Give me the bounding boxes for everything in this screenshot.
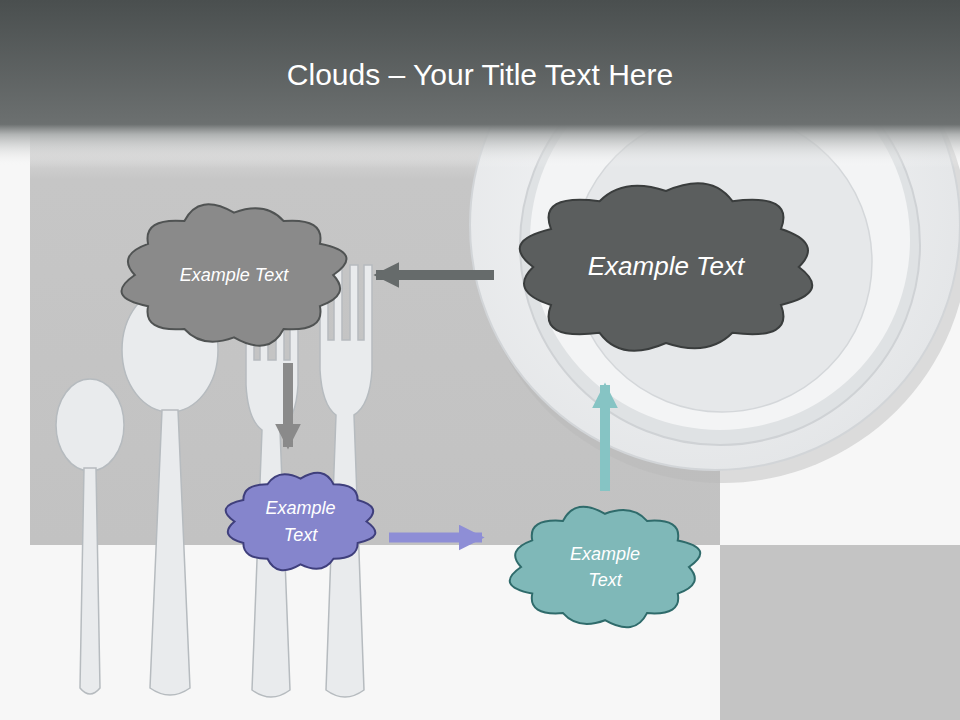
cloud-body [520, 183, 813, 350]
title-text: Clouds – Your Title Text Here [0, 50, 960, 100]
cloud-outline [218, 465, 383, 578]
cloud-text: Example Text [588, 248, 745, 286]
cloud-shape: Example Text [500, 497, 710, 637]
cloud-text: Example Text [180, 262, 288, 288]
cloud-body [122, 204, 347, 345]
small-spoon-handle [80, 468, 100, 694]
cloud-shape: Example Text [500, 167, 832, 367]
flow-arrow [600, 385, 610, 491]
cloud-shape: Example Text [110, 193, 358, 357]
flow-arrow [389, 533, 482, 543]
large-spoon-handle [150, 410, 190, 695]
flow-arrow [283, 363, 293, 447]
table-corner [720, 545, 960, 720]
cloud-outline [500, 497, 710, 637]
flow-arrow [376, 270, 494, 280]
cloud-text: Example Text [559, 541, 651, 593]
cloud-body [510, 507, 700, 628]
cloud-shape: Example Text [218, 465, 383, 578]
title-bar [0, 0, 960, 168]
small-spoon-bowl [56, 379, 124, 471]
cloud-text: Example Text [255, 495, 347, 547]
cloud-body [226, 473, 376, 570]
